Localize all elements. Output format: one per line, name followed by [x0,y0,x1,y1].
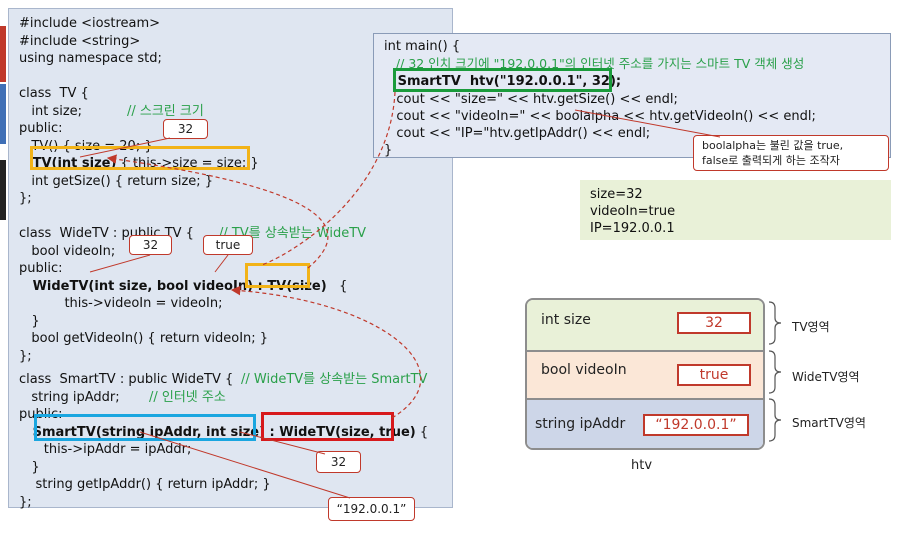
smarttv-constructor-highlight [34,414,256,441]
code-line-18: } [19,313,40,329]
code-line-29: }; [19,494,32,510]
left-edge-blue-bar [0,84,6,144]
callout-smart-ip: “192.0.0.1” [328,497,415,521]
brace-smarttv [768,398,782,442]
object-row-ipaddr: string ipAddr “192.0.0.1” [527,398,763,448]
main-line-7: } [384,143,393,158]
code-line-17: this->videoIn = videoIn; [19,296,223,311]
code-line-20: }; [19,348,32,364]
callout-boolalpha: boolalpha는 불린 값을 true, false로 출력되게 하는 조작… [693,135,889,171]
comment-ipaddr: // 인터넷 주소 [149,389,226,405]
region-label-smarttv: SmartTV영역 [792,416,866,430]
comment-screen-size: // 스크린 크기 [127,103,204,119]
brace-widetv [768,350,782,394]
object-name-label: htv [631,458,653,473]
pointer-wide-true [214,254,229,273]
region-label-widetv: WideTV영역 [792,370,860,384]
code-line-22: class SmartTV : public WideTV { [19,372,234,387]
object-value-size: 32 [677,312,751,334]
comment-smarttv: // WideTV를 상속받는 SmartTV [241,372,428,387]
object-label-ipaddr: string ipAddr [535,416,626,432]
pointer-smart-size [239,431,326,455]
code-line-7: public: [19,121,63,136]
widetv-call-highlight [261,412,394,441]
object-value-videoin: true [677,364,751,386]
main-line-6: cout << "IP="htv.getIpAddr() << endl; [384,126,651,141]
region-label-tv: TV영역 [792,320,830,334]
code-line-26: this->ipAddr = ipAddr; [19,442,192,457]
code-line-5: class TV { [19,86,89,101]
object-label-videoin: bool videoIn [541,362,627,378]
code-line-15: public: [19,261,63,276]
htv-object-diagram: int size 32 bool videoIn true string ipA… [525,298,765,450]
code-line-6: int size; [19,103,83,119]
pointer-boolalpha [574,109,721,138]
arrow-widetv-to-tv [106,154,329,269]
tv-size-call-highlight [245,263,310,288]
main-line-3: SmartTV htv("192.0.0.1", 32); [384,74,622,89]
output-line-1: size=32 [590,187,643,202]
code-line-14: bool videoIn; [19,243,116,259]
arrow-main-to-smarttv [261,91,396,266]
program-output-panel: size=32 videoIn=true IP=192.0.0.1 [580,180,891,240]
tv-constructor-highlight [30,146,250,170]
code-line-23: string ipAddr; [19,389,120,405]
pointer-tv-size [79,137,171,158]
code-line-28: string getIpAddr() { return ipAddr; } [19,477,271,492]
code-line-1: #include <iostream> [19,16,161,31]
code-line-11: }; [19,191,32,206]
main-line-5: cout << "videoIn=" << boolalpha << htv.g… [384,109,816,124]
comment-widetv: // TV를 상속받는 WideTV [219,226,367,241]
arrow-smarttv-to-widetv [230,285,422,419]
output-line-3: IP=192.0.0.1 [590,221,675,236]
brace-tv [768,301,782,345]
main-comment: // 32 인치 크기에 "192.0.0.1"의 인터넷 주소를 가지는 스마… [384,56,805,71]
main-code-panel: int main() { // 32 인치 크기에 "192.0.0.1"의 인… [373,33,891,158]
htv-declaration-highlight [393,68,612,92]
object-row-videoin: bool videoIn true [527,350,763,398]
object-label-size: int size [541,312,591,328]
code-line-3: using namespace std; [19,51,162,66]
callout-wide-true: true [203,235,253,255]
pointer-smart-ip [139,431,351,499]
output-line-2: videoIn=true [590,204,676,219]
callout-smart-size: 32 [316,451,361,473]
left-edge-dark-bar [0,160,6,220]
pointer-wide-size [89,254,151,273]
callout-tv-size: 32 [163,119,208,139]
code-line-19: bool getVideoIn() { return videoIn; } [19,331,269,346]
object-value-ipaddr: “192.0.0.1” [643,414,749,436]
code-line-10: int getSize() { return size; } [19,173,214,189]
code-line-2: #include <string> [19,33,141,49]
left-edge-red-bar [0,26,6,82]
main-line-4: cout << "size=" << htv.getSize() << endl… [384,92,678,107]
main-line-1: int main() { [384,39,461,54]
object-row-size: int size 32 [527,300,763,350]
code-line-27: } [19,459,40,475]
callout-wide-size: 32 [129,235,172,255]
